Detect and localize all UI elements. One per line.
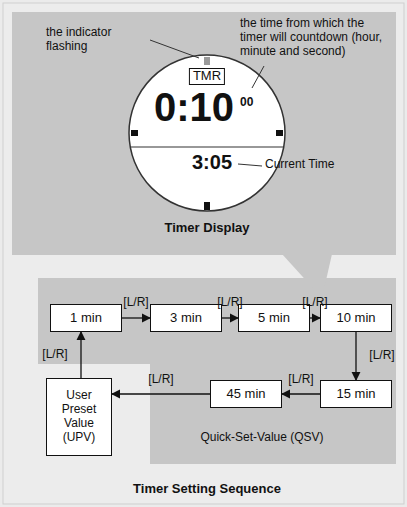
sequence-arrow (222, 317, 238, 318)
sequence-arrow (112, 393, 210, 394)
box-text: 10 min (336, 311, 375, 326)
sequence-arrow (80, 332, 81, 378)
sequence-box: 10 min (320, 304, 392, 332)
sequence-box: User Preset Value (UPV) (46, 378, 112, 456)
sequence-arrow (282, 393, 320, 394)
box-text: User Preset Value (UPV) (51, 389, 107, 444)
label-text: Quick-Set-Value (QSV) (200, 431, 323, 445)
label-text: Current Time (265, 158, 334, 172)
hour-mark (276, 130, 283, 136)
box-text: 45 min (226, 387, 265, 402)
key-label: [L/R] (123, 296, 148, 310)
box-text: 1 min (70, 311, 102, 326)
label-text: 0:10 (154, 84, 234, 130)
key-label: [L/R] (217, 296, 242, 310)
sequence-panel (38, 278, 396, 464)
sequence-arrow (355, 332, 356, 380)
label-text: Timer Setting Sequence (133, 482, 281, 497)
sequence-arrow (122, 317, 150, 318)
sequence-box: 1 min (50, 304, 122, 332)
leader-line (252, 66, 264, 88)
watch-face (129, 55, 285, 211)
label-text: Timer Display (164, 221, 249, 236)
box-text: 3 min (170, 311, 202, 326)
box-text: 5 min (258, 311, 290, 326)
display-panel (12, 12, 396, 255)
label-text: TMR (189, 68, 225, 85)
key-label: [L/R] (302, 296, 327, 310)
key-label: [L/R] (288, 373, 313, 387)
callout-tail (282, 254, 332, 298)
sequence-box: 5 min (238, 304, 310, 332)
sequence-box: 15 min (320, 380, 392, 408)
sequence-arrow (310, 317, 320, 318)
flashing-indicator (204, 57, 210, 65)
key-label: [L/R] (369, 349, 394, 363)
hour-mark (131, 130, 138, 136)
page-frame (3, 3, 404, 504)
leader-line (238, 164, 262, 166)
hour-mark (204, 202, 210, 210)
sequence-box: 45 min (210, 380, 282, 408)
label-text: the indicator flashing (46, 26, 150, 54)
leader-line (150, 40, 199, 58)
label-text: 3:05 (192, 151, 232, 174)
box-text: 15 min (336, 387, 375, 402)
label-text: the time from which the timer will count… (240, 17, 392, 58)
key-label: [L/R] (42, 348, 67, 362)
sequence-box: 3 min (150, 304, 222, 332)
key-label: [L/R] (148, 373, 173, 387)
display-divider (131, 146, 283, 147)
label-text: 00 (240, 96, 253, 110)
